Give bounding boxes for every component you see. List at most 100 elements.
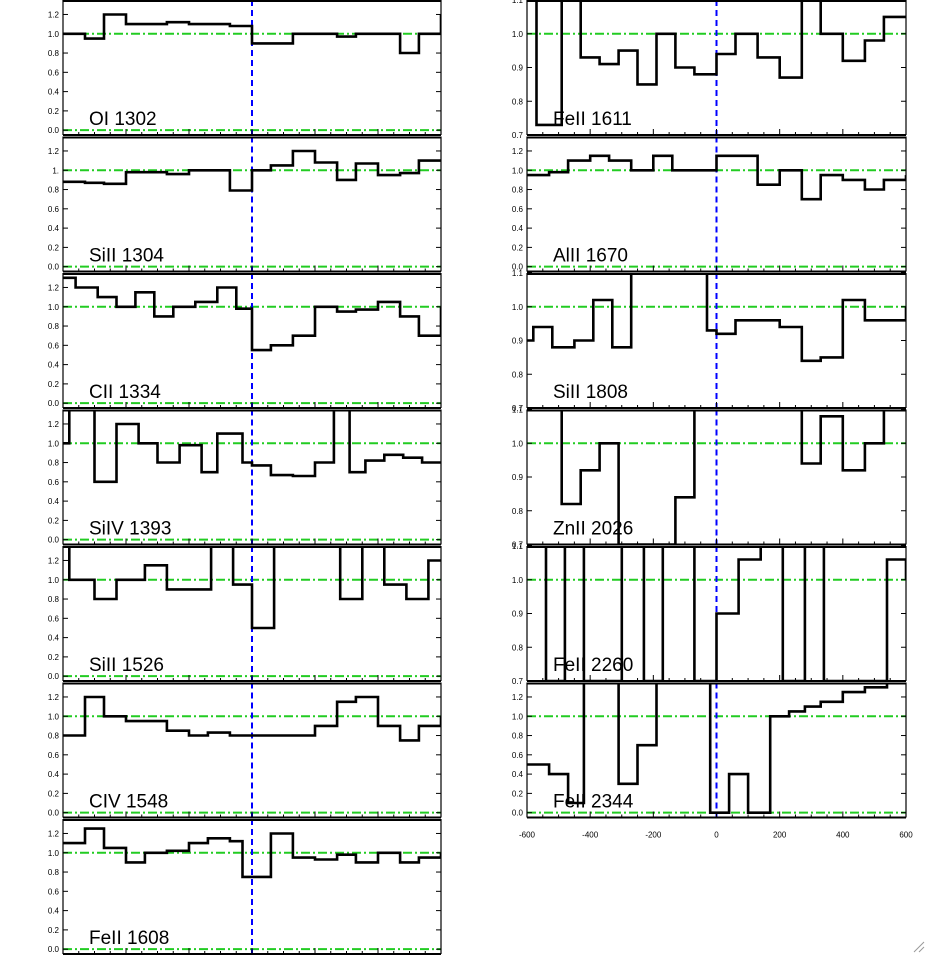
panel-6-ytick-label-2: 0.4 — [48, 907, 60, 916]
panel-10-ion-label: ZnII 2026 — [553, 519, 633, 540]
panel-4-ytick-label-5: 1.0 — [48, 576, 60, 585]
panel-1-ytick-label-0: 0.0 — [48, 263, 60, 272]
panel-8-ytick-label-2: 0.4 — [512, 224, 524, 233]
panel-7-ion-label: FeII 1611 — [553, 109, 632, 130]
panel-4-ytick-label-1: 0.2 — [48, 653, 60, 662]
panel-6-spectrum — [63, 827, 441, 879]
panel-5-ytick-label-3: 0.6 — [48, 751, 60, 760]
panel-11-ytick-label-3: 1.0 — [512, 576, 524, 585]
panel-11-ytick-label-1: 0.8 — [512, 643, 524, 652]
panel-0-ytick-label-1: 0.2 — [48, 107, 60, 116]
panel-11-ytick-label-0: 0.7 — [512, 677, 524, 686]
panel-2-ytick-label-5: 1.0 — [48, 303, 60, 312]
panel-5-ytick-label-0: 0.0 — [48, 809, 60, 818]
panel-9-ytick-label-0: 0.7 — [512, 404, 524, 413]
panel-8-ytick-label-0: 0.0 — [512, 263, 524, 272]
panel-9-ytick-label-4: 1.1 — [512, 269, 524, 278]
panel-8-ytick-label-1: 0.2 — [512, 243, 524, 252]
panel-0-ytick-label-6: 1.2 — [48, 10, 60, 19]
panel-2-ytick-label-1: 0.2 — [48, 380, 60, 389]
panel-11-ion-label: FeII 2260 — [553, 655, 633, 676]
panel-10-ytick-label-0: 0.7 — [512, 541, 524, 550]
panel-0: 0.00.20.40.60.81.01.2OI 1302 — [48, 0, 442, 136]
panel-0-ion-label: OI 1302 — [89, 109, 157, 130]
right-xtick-label-6: 600 — [899, 831, 913, 840]
panel-5-ytick-label-4: 0.8 — [48, 732, 60, 741]
panel-10-ytick-label-3: 1.0 — [512, 439, 524, 448]
panel-9-spectrum — [527, 273, 906, 363]
panel-3-ytick-label-0: 0.0 — [48, 536, 60, 545]
right-xtick-label-1: -400 — [582, 831, 599, 840]
panel-3-ytick-label-6: 1.2 — [48, 420, 60, 429]
panel-5-ytick-label-2: 0.4 — [48, 770, 60, 779]
panel-9-ytick-label-2: 0.9 — [512, 337, 524, 346]
panel-0-ytick-label-0: 0.0 — [48, 126, 60, 135]
panel-8-ion-label: AlII 1670 — [553, 246, 628, 267]
panel-11-ytick-label-2: 0.9 — [512, 610, 524, 619]
panel-8-spectrum — [527, 154, 906, 201]
panel-5-spectrum — [63, 695, 441, 742]
panel-11-ytick-label-4: 1.1 — [512, 542, 524, 551]
panel-4-ion-label: SiII 1526 — [89, 655, 164, 676]
panel-4-ytick-label-4: 0.8 — [48, 595, 60, 604]
panel-9-ytick-label-1: 0.8 — [512, 370, 524, 379]
panel-5-ion-label: CIV 1548 — [89, 792, 168, 813]
panel-2-ytick-label-3: 0.6 — [48, 341, 60, 350]
panel-7-ytick-label-2: 0.9 — [512, 64, 524, 73]
right-xtick-label-2: -200 — [645, 831, 662, 840]
panel-12-ytick-label-3: 0.6 — [512, 751, 524, 760]
panel-1-spectrum — [63, 149, 441, 192]
panel-3-spectrum — [63, 409, 441, 484]
panel-6-ytick-label-0: 0.0 — [48, 945, 60, 954]
panel-6-ytick-label-6: 1.2 — [48, 829, 60, 838]
panel-1-ytick-label-2: 0.4 — [48, 224, 60, 233]
panel-0-spectrum — [63, 13, 441, 55]
panel-12-ytick-label-4: 0.8 — [512, 732, 524, 741]
panel-9-ion-label: SiII 1808 — [553, 382, 628, 403]
panel-2-ytick-label-6: 1.2 — [48, 283, 60, 292]
panel-8-ytick-label-5: 1.0 — [512, 166, 524, 175]
panel-8-ytick-label-6: 1.2 — [512, 147, 524, 156]
right-xtick-label-4: 200 — [773, 831, 787, 840]
panel-12-ytick-label-5: 1.0 — [512, 712, 524, 721]
panel-2-ytick-label-2: 0.4 — [48, 361, 60, 370]
panel-3-ytick-label-2: 0.4 — [48, 497, 60, 506]
panel-3-ytick-label-1: 0.2 — [48, 516, 60, 525]
panel-4-ytick-label-3: 0.6 — [48, 614, 60, 623]
right-xtick-label-3: 0 — [714, 831, 719, 840]
panel-12-ytick-label-2: 0.4 — [512, 770, 524, 779]
resize-grip-icon[interactable] — [911, 939, 925, 953]
panel-6-ion-label: FeII 1608 — [89, 928, 169, 949]
panel-1-ytick-label-6: 1.2 — [48, 147, 60, 156]
panel-12-ytick-label-6: 1.2 — [512, 693, 524, 702]
panel-7-ytick-label-4: 1.1 — [512, 0, 524, 5]
panel-6-ytick-label-3: 0.6 — [48, 887, 60, 896]
panel-2-ytick-label-0: 0.0 — [48, 399, 60, 408]
panel-12-ytick-label-0: 0.0 — [512, 809, 524, 818]
panel-4-spectrum — [63, 546, 441, 630]
panel-2-ytick-label-4: 0.8 — [48, 322, 60, 331]
panel-4-ytick-label-0: 0.0 — [48, 672, 60, 681]
panel-4-ytick-label-2: 0.4 — [48, 634, 60, 643]
panel-3-ytick-label-4: 0.8 — [48, 459, 60, 468]
panel-7-spectrum — [527, 0, 906, 127]
panel-10-ytick-label-1: 0.8 — [512, 507, 524, 516]
panel-1-ytick-label-5: 1. — [52, 166, 59, 175]
panel-3-ion-label: SiIV 1393 — [89, 519, 171, 540]
panel-0-ytick-label-3: 0.6 — [48, 68, 60, 77]
panel-1-ytick-label-3: 0.6 — [48, 205, 60, 214]
panel-0-ytick-label-5: 1.0 — [48, 30, 60, 39]
panel-3-ytick-label-3: 0.6 — [48, 478, 60, 487]
panel-0-ytick-label-2: 0.4 — [48, 88, 60, 97]
